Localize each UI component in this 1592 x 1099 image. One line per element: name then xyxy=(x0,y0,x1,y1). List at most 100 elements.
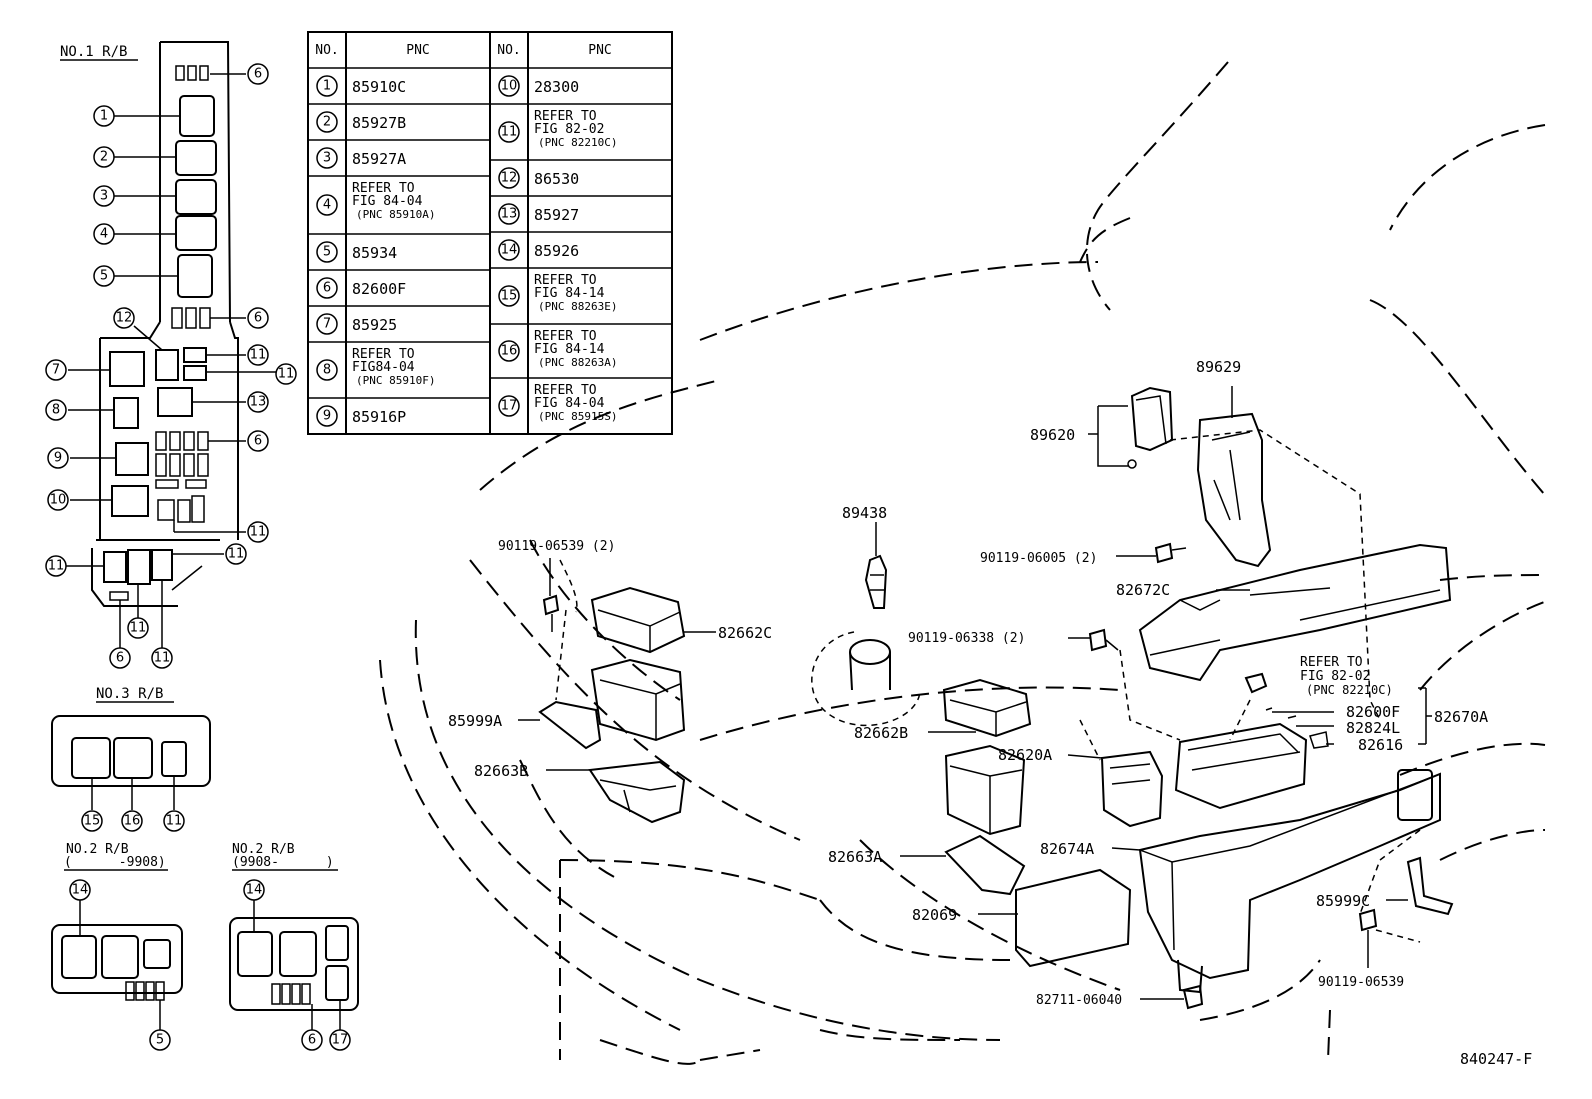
bracket-82663B xyxy=(546,760,686,824)
sensor-89438 xyxy=(811,522,921,727)
table-pnc-right-7-line-0: REFER TO xyxy=(534,383,597,398)
title-rb1: NO.1 R/B xyxy=(60,44,127,60)
relay-82620A xyxy=(1067,750,1164,828)
callout-15: 15 xyxy=(84,814,101,829)
title-rb2b-line1: NO.2 R/B xyxy=(232,842,295,857)
table-no-circle-right-5 xyxy=(498,285,520,307)
callout-5: 5 xyxy=(100,269,108,284)
callout-6a: 6 xyxy=(254,67,262,82)
bolt-90119-06539 xyxy=(1358,908,1378,968)
table-pnc-left-0-line-0: 85910C xyxy=(352,78,406,96)
label-82662B: 82662B xyxy=(854,724,908,742)
table-pnc-left-3-line-0: REFER TO xyxy=(352,181,415,196)
table-pnc-left-6-line-0: 85925 xyxy=(352,316,397,334)
callout-4: 4 xyxy=(100,227,108,242)
callout-10: 10 xyxy=(50,493,67,508)
cover-82672C xyxy=(1138,543,1452,682)
table-pnc-right-1-line-1: FIG 82-02 xyxy=(534,122,604,137)
table-pnc-right-4-line-0: 85926 xyxy=(534,242,579,260)
label-82670A: 82670A xyxy=(1434,708,1488,726)
table-no-circle-left-8 xyxy=(316,405,338,427)
callout-11e: 11 xyxy=(228,547,245,562)
title-rb3: NO.3 R/B xyxy=(96,686,163,702)
label-90119-06539: 90119-06539 xyxy=(1318,975,1404,990)
table-no-circle-left-2 xyxy=(316,147,338,169)
table-no-right-4: 14 xyxy=(501,243,518,258)
bracket-85999A xyxy=(518,700,602,750)
callout-9: 9 xyxy=(54,451,62,466)
table-no-circle-left-7 xyxy=(316,359,338,381)
table-no-right-5: 15 xyxy=(501,289,518,304)
label-82616: 82616 xyxy=(1358,736,1403,754)
table-no-circle-left-5 xyxy=(316,277,338,299)
table-header-pnc-left: PNC xyxy=(406,43,429,58)
label-refer-line1: REFER TO xyxy=(1300,655,1363,670)
callout-6b: 6 xyxy=(254,311,262,326)
label-82824L: 82824L xyxy=(1346,719,1400,737)
table-header-pnc-right: PNC xyxy=(588,43,611,58)
table-header-no-right: NO. xyxy=(497,43,520,58)
table-pnc-left-2-line-0: 85927A xyxy=(352,150,406,168)
table-pnc-right-1-line-2: (PNC 82210C) xyxy=(538,136,617,149)
table-no-right-1: 11 xyxy=(501,125,518,140)
clip-82711-06040 xyxy=(1140,984,1204,1010)
callout-8: 8 xyxy=(52,403,60,418)
callout-16: 16 xyxy=(124,814,141,829)
callout-11f: 11 xyxy=(130,621,147,636)
callout-6c: 6 xyxy=(254,434,262,449)
table-no-circle-left-0 xyxy=(316,75,338,97)
label-85999A: 85999A xyxy=(448,712,502,730)
table-pnc-right-5-line-2: (PNC 88263E) xyxy=(538,300,617,313)
callout-6e: 6 xyxy=(308,1033,316,1048)
left-callouts: 1 2 3 4 5 6 6 12 11 11 7 8 13 6 9 10 11 … xyxy=(45,63,351,1051)
table-no-right-2: 12 xyxy=(501,171,518,186)
part-labels: 89629 89620 89438 90119-06539 (2) 90119-… xyxy=(448,358,1532,1068)
table-no-circle-right-2 xyxy=(498,167,520,189)
callout-11b: 11 xyxy=(278,367,295,382)
table-no-right-7: 17 xyxy=(501,399,518,414)
bolt-90119-06338 xyxy=(1068,628,1119,652)
label-refer-line2: FIG 82-02 xyxy=(1300,669,1370,684)
table-pnc-left-7-line-1: FIG84-04 xyxy=(352,360,415,375)
label-89438: 89438 xyxy=(842,504,887,522)
table-pnc-left-3-line-1: FIG 84-04 xyxy=(352,194,423,209)
label-82069: 82069 xyxy=(912,906,957,924)
label-82600F: 82600F xyxy=(1346,703,1400,721)
callout-14a: 14 xyxy=(72,883,89,898)
callout-14b: 14 xyxy=(246,883,263,898)
plate-82069 xyxy=(978,868,1132,968)
callout-3: 3 xyxy=(100,189,108,204)
table-pnc-left-7-line-2: (PNC 85910F) xyxy=(356,374,435,387)
label-82711-06040: 82711-06040 xyxy=(1036,993,1122,1008)
label-89629: 89629 xyxy=(1196,358,1241,376)
table-pnc-right-2-line-0: 86530 xyxy=(534,170,579,188)
table-no-circle-left-3 xyxy=(316,194,338,216)
table-no-left-0: 1 xyxy=(323,79,331,94)
table-no-circle-right-1 xyxy=(498,121,520,143)
table-no-right-0: 10 xyxy=(501,79,518,94)
table-no-right-3: 13 xyxy=(501,207,518,222)
relay-block-2-early xyxy=(51,924,183,1001)
table-pnc-left-5-line-0: 82600F xyxy=(352,280,406,298)
callout-11c: 11 xyxy=(250,525,267,540)
table-no-circle-left-4 xyxy=(316,241,338,263)
table-pnc-right-5-line-1: FIG 84-14 xyxy=(534,286,605,301)
assembly-guides xyxy=(555,429,1421,943)
callout-11h: 11 xyxy=(166,814,183,829)
bolt-and-cover-82662C xyxy=(542,558,716,742)
table-no-circle-right-3 xyxy=(498,203,520,225)
callout-11g: 11 xyxy=(154,651,171,666)
title-rb2a-line1: NO.2 R/B xyxy=(66,842,129,857)
label-82663B: 82663B xyxy=(474,762,528,780)
table-header-no-left: NO. xyxy=(315,43,338,58)
callout-13: 13 xyxy=(250,395,267,410)
relay-block-3 xyxy=(51,715,211,787)
label-89620: 89620 xyxy=(1030,426,1075,444)
table-no-left-2: 3 xyxy=(323,151,331,166)
figure-code: 840247-F xyxy=(1460,1050,1532,1068)
table-pnc-left-4-line-0: 85934 xyxy=(352,244,397,262)
table-no-right-6: 16 xyxy=(501,344,518,359)
